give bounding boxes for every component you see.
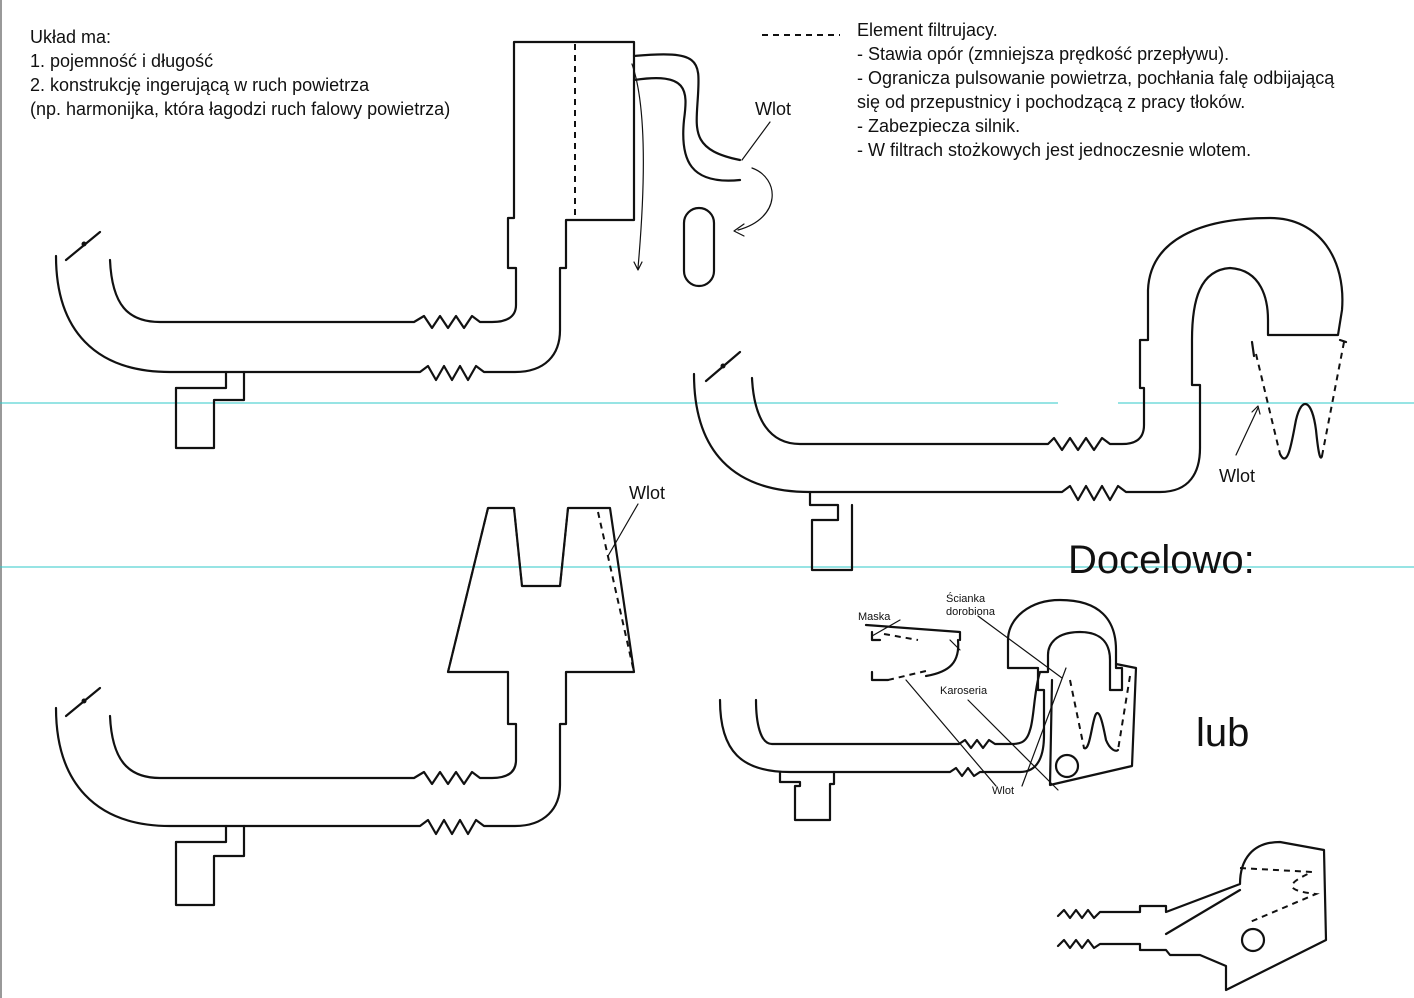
body-dash [887,669,931,681]
diagram-box-filter: Wlot [54,40,791,450]
note-left-3: 2. konstrukcję ingerującą w ruch powietr… [30,75,370,95]
pipe-5-inner [1164,888,1242,936]
heading-lub: lub [1196,711,1249,755]
manifold-step-3 [174,824,228,844]
diagram-double-cone: Wlot [54,483,665,907]
tube-upper-1 [632,53,742,162]
intake-pipe-2 [692,216,1344,502]
wlot-pointer-2 [1235,407,1259,456]
hood-top [864,623,962,642]
label-maska: Maska [858,611,891,623]
inlet-hole-5 [1240,927,1266,953]
label-scianka-1: Ścianka [946,592,986,605]
body-clip [870,670,890,682]
inlet-slot [682,206,716,288]
wlot-pointer-4b [1021,667,1067,787]
throttle-pivot-2 [720,363,726,369]
note-right-3: - Ogranicza pulsowanie powietrza, pochła… [857,68,1335,88]
cone-left-edge [1255,353,1281,455]
flow-arrow-1 [631,63,644,269]
manifold-box-4 [778,770,836,822]
notes-left: Układ ma: 1. pojemność i długość 2. kons… [30,27,450,119]
diagram-target: Maska Ścianka dorobiona Karoseria Wlot [718,592,1138,822]
cone-rim [1250,338,1348,358]
notes-right: Element filtrujacy. - Stawia opór (zmnie… [762,20,1335,160]
note-right-6: - W filtrach stożkowych jest jednoczesni… [857,140,1251,160]
note-right-1: Element filtrujacy. [857,20,998,40]
intake-pipe-3 [54,506,636,836]
cone-a-right [513,507,523,587]
body-curve [924,638,960,678]
hood-clip [870,630,882,642]
wlot-pointer-1 [741,121,771,161]
flow-arrowhead-2 [733,223,745,237]
wall-panel [1048,662,1138,787]
label-karoseria: Karoseria [940,685,988,697]
cone-inner-wave [1278,402,1324,460]
scianka-pointer [977,615,1063,679]
karoseria-pointer-a [949,639,961,651]
label-scianka-2: dorobiona [946,606,996,618]
flow-arrow-2 [737,167,773,231]
cone-b-right [597,511,635,673]
note-right-2: - Stawia opór (zmniejsza prędkość przepł… [857,44,1229,64]
label-wlot-top: Wlot [755,99,791,119]
manifold-box-1 [174,370,246,450]
label-wlot-bottom: Wlot [629,483,665,503]
label-wlot-small: Wlot [992,785,1014,797]
diagram-cone-filter: Wlot [692,216,1348,572]
cone-edges-4 [1069,675,1131,751]
manifold-box-3 [174,824,246,907]
karoseria-pointer-b [967,699,1059,791]
manifold-step-1 [174,370,228,390]
heading-docelowo: Docelowo: [1068,538,1255,582]
filter-5 [1239,867,1320,923]
inlet-hole-4 [1054,753,1080,779]
tube-lower-1 [632,77,742,182]
wlot-pointer-4a [905,679,997,787]
flow-arrowhead-1 [633,261,643,271]
throttle-pivot-3 [81,698,87,704]
cone-right-edge [1321,341,1345,457]
cone-wave-4 [1082,711,1120,752]
wlot-arrowhead-2 [1251,405,1261,415]
intake-pipe-1 [54,40,636,382]
note-right-5: - Zabezpiecza silnik. [857,116,1020,136]
label-wlot-right: Wlot [1219,466,1255,486]
note-left-1: Układ ma: [30,27,111,47]
hood-dash [883,633,919,641]
note-left-4: (np. harmonijka, która łagodzi ruch falo… [30,99,450,119]
manifold-box-2 [808,490,854,572]
intake-pipe-5 [1056,840,1328,992]
intake-pipe-4 [718,598,1124,778]
diagram-alternative [1056,840,1328,992]
note-right-4: się od przepustnicy i pochodzącą z pracy… [857,92,1245,112]
maska-pointer [871,619,901,637]
note-left-2: 1. pojemność i długość [30,51,213,71]
cone-b-left [559,507,569,587]
throttle-pivot [81,241,87,247]
wlot-pointer-3 [607,503,639,557]
